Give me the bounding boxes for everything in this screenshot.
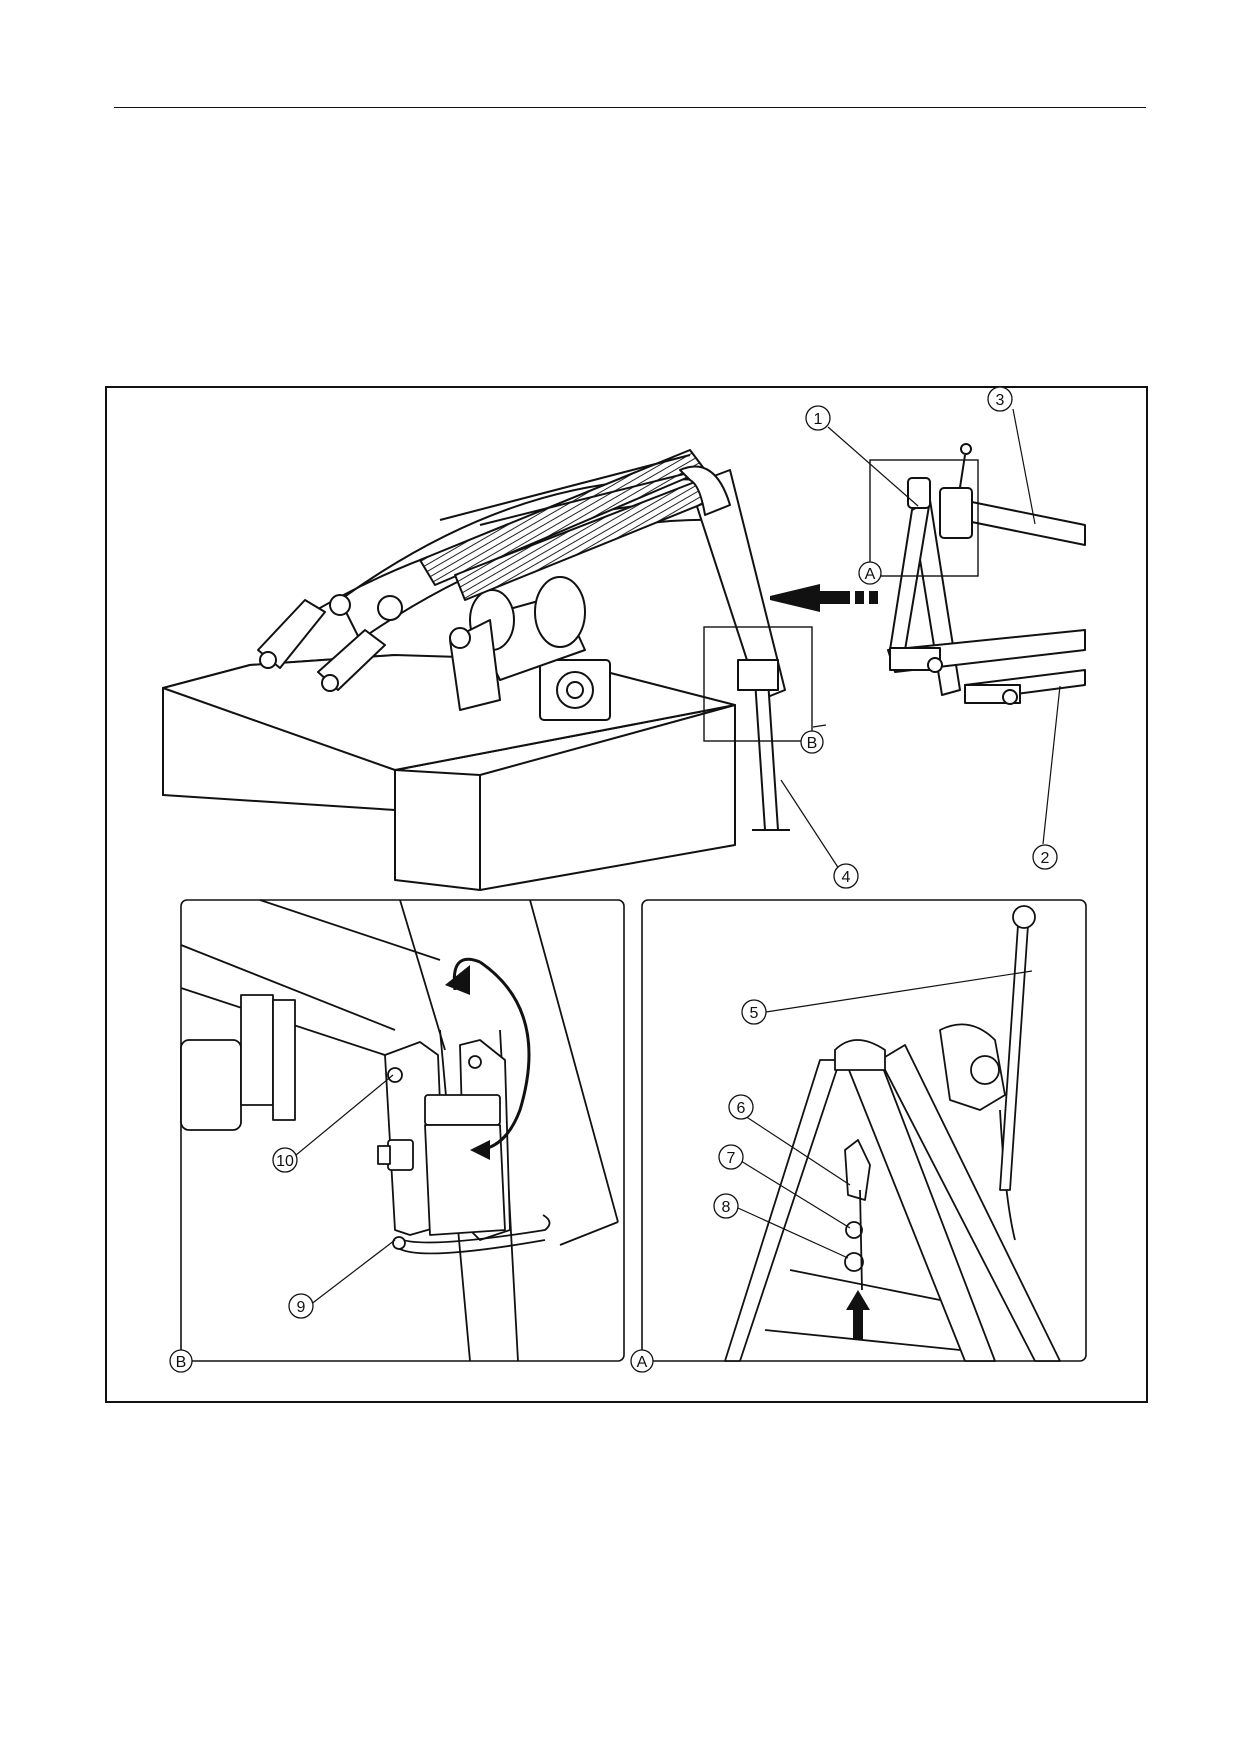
- callout-1-text: 1: [814, 411, 823, 428]
- panel-b-tag: B: [169, 1349, 193, 1373]
- panel-a-tag-text: A: [637, 1354, 648, 1371]
- callout-6-text: 6: [737, 1100, 746, 1117]
- detail-a-marker: [869, 459, 979, 577]
- callout-7-text: 7: [727, 1150, 736, 1167]
- figure-frame: [105, 386, 1148, 1403]
- callout-9: 9: [288, 1293, 314, 1319]
- rotate-arrow-head: [445, 965, 470, 995]
- callout-8: 8: [713, 1193, 739, 1219]
- callout-2: 2: [1032, 844, 1058, 870]
- detail-a-drawing: [724, 905, 1061, 1362]
- detail-b-tag-text: B: [807, 735, 818, 752]
- leader-lines: [289, 408, 1061, 1306]
- detail-a-tag-text: A: [865, 566, 876, 583]
- callout-6: 6: [728, 1094, 754, 1120]
- callout-8-text: 8: [722, 1199, 731, 1216]
- detail-a-tag: A: [858, 561, 882, 585]
- callouts: 1 2 3 4 5 6 7 8 9 10 A B B A: [169, 386, 1058, 1373]
- panel-a-tag: A: [630, 1349, 654, 1373]
- callout-5-text: 5: [750, 1005, 759, 1022]
- callout-4-text: 4: [842, 869, 851, 886]
- detail-b-marker: [703, 626, 813, 742]
- tractor-hitch: [887, 443, 1086, 705]
- callout-7: 7: [718, 1144, 744, 1170]
- callout-10-text: 10: [276, 1153, 294, 1170]
- direction-arrow: [770, 584, 878, 612]
- push-arrow: [846, 1290, 870, 1340]
- callout-2-text: 2: [1041, 850, 1050, 867]
- callout-5: 5: [741, 999, 767, 1025]
- callout-3: 3: [987, 386, 1013, 412]
- header-rule: [114, 107, 1146, 108]
- rotate-arrow-head-lower: [470, 1140, 490, 1160]
- callout-10: 10: [272, 1147, 298, 1173]
- callout-4: 4: [833, 863, 859, 889]
- callout-9-text: 9: [297, 1299, 306, 1316]
- callout-1: 1: [805, 405, 831, 431]
- mower-illustration: [162, 449, 790, 891]
- detail-b-drawing: [180, 899, 619, 1362]
- callout-3-text: 3: [996, 392, 1005, 409]
- detail-b-tag: B: [800, 730, 824, 754]
- panel-b-tag-text: B: [176, 1354, 187, 1371]
